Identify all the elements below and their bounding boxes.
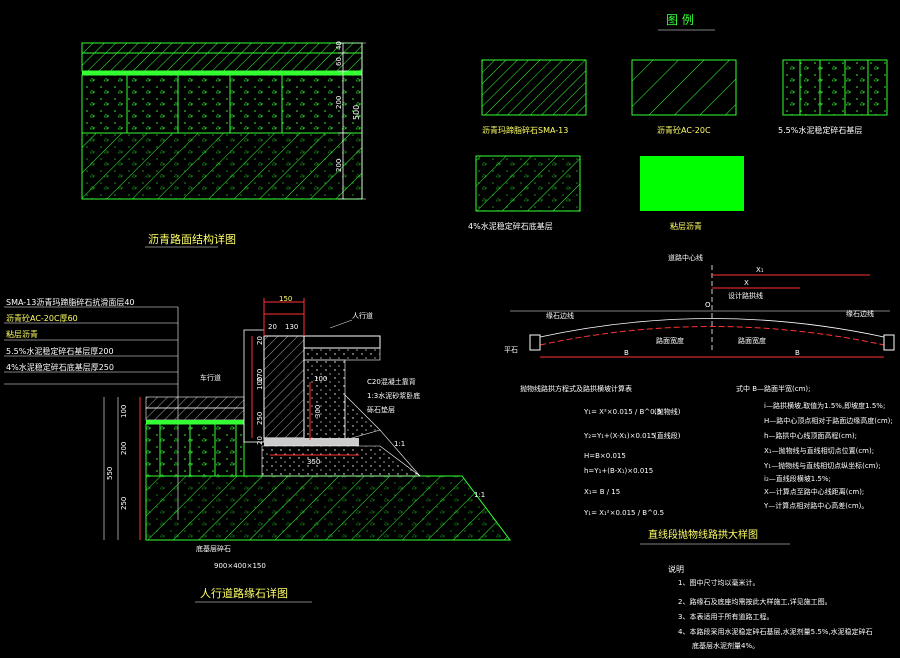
callout-sma13: SMA-13沥青玛蹄脂碎石抗滑面层40 [6,297,135,307]
crown-b-left: B [624,349,629,357]
crown-o: O [705,301,711,309]
curb-dim-100c: 100 [120,405,128,418]
curb-slope-a: 1:1 [394,440,405,448]
crown-side-left: 缘石边线 [546,311,574,320]
def-2: H—路中心顶点相对于路面边缘高度(cm); [764,416,893,425]
crown-x1: X₁ [756,266,764,274]
label-sidewalk: 人行道 [352,311,373,320]
curb-dim-200: 200 [120,442,128,455]
notes-title: 说明 [668,564,684,574]
def-8: Y—计算点相对路中心高差(cm)。 [763,501,868,510]
label-bottom: 底基层碎石 [196,544,231,553]
crown-detail: 道路中心线 X₁ X 设计路拱线 O 缘石边线 缘石边线 平石 B B 路面宽度… [504,253,895,545]
legend-swatch-sma13 [481,59,587,116]
curb-dim-550: 550 [106,467,114,480]
curb-dim-130: 130 [285,323,298,331]
legend-label-sma13: 沥青玛蹄脂碎石SMA-13 [482,125,568,135]
pavement-dim-total: 500 [352,105,361,120]
label-block-size: 900×400×150 [214,562,266,570]
curb-dim-20a: 20 [268,323,277,331]
formula-5: X₁= B / 15 [584,488,620,496]
callout-ac20c: 沥青砼AC-20C厚60 [6,313,78,323]
curb-dim-20b: 20 [256,336,264,345]
def-3: h—路拱中心线顶面高程(cm); [764,431,857,440]
crown-side-right: 缘石边线 [846,309,874,318]
curb-dim-100a: 100 [314,375,327,383]
formula-note-1: (抛物线) [654,407,681,416]
curb-detail: SMA-13沥青玛蹄脂碎石抗滑面层40 沥青砼AC-20C厚60 粘层沥青 5.… [4,295,511,603]
legend-label-tack-coat: 粘层沥青 [670,221,702,231]
formula-1: Y₁= X²×0.015 / B^0.5 [583,408,661,416]
legend-swatch-tack-coat [640,156,744,211]
formula-3: H=B×0.015 [584,452,626,460]
callout-tack: 粘层沥青 [6,329,38,339]
def-6: i₂—直线段横坡1.5%; [764,474,831,483]
legend-label-base: 5.5%水泥稳定碎石基层 [778,125,862,135]
curb-dim-250b: 250 [120,497,128,510]
legend-swatch-ac20c [631,59,737,116]
crown-curb: 平石 [504,346,518,354]
crown-detail-title: 直线段抛物线路拱大样图 [648,528,758,541]
def-7: X—计算点至路中心线距离(cm); [764,487,864,496]
crown-x: X [744,279,749,287]
crown-lane-left: 路面宽度 [656,336,684,345]
defs-title: 式中 B—路面半宽(cm); [736,384,811,393]
legend: 图 例 沥青玛蹄脂碎石SMA-13 沥青砼AC-20C 5.5%水泥稳定碎石基层… [468,13,888,231]
legend-swatch-base [782,59,888,116]
curb-slope-b: 1:1 [474,491,485,499]
callout-subbase: 4%水泥稳定碎石底基层厚250 [6,362,114,372]
label-carriageway: 车行道 [200,373,221,382]
curb-dim-250: 250 [256,412,264,425]
def-1: i—路拱横坡,取值为1.5%,即坡度1.5%; [764,401,885,410]
label-gravel: 砾石垫层 [367,405,395,414]
notes: 说明 1、图中尺寸均以毫米计。 2、路缘石及底座均需按此大样施工,详见施工图。 … [668,564,873,650]
formula-title: 抛物线路拱方程式及路拱横坡计算表 [520,384,632,393]
curb-detail-title: 人行道路缘石详图 [200,586,288,600]
crown-b-right: B [795,349,800,357]
curb-dim-350: 350 [307,458,320,466]
crown-lane-right: 路面宽度 [738,336,766,345]
label-mortar: 1:3水泥砂浆卧底 [367,391,420,400]
def-4: X₁—抛物线与直线相切点位置(cm); [764,446,874,455]
note-3: 3、本表适用于所有道路工程。 [678,612,773,621]
pavement-detail-title: 沥青路面结构详图 [148,232,236,246]
pavement-dim-200b: 200 [335,159,343,172]
formula-6: Y₁= X₁²×0.015 / B^0.5 [583,509,664,517]
formula-2: Y₂=Y₁+(X-X₁)×0.015 [583,432,656,440]
legend-label-subbase: 4%水泥稳定碎石底基层 [468,221,553,231]
curb-dim-270: 270 [256,369,264,382]
note-2: 2、路缘石及底座均需按此大样施工,详见施工图。 [678,597,832,606]
pavement-dim-40: 40 [335,41,343,50]
pavement-structure-detail: 40 60 200 200 500 沥青路面结构详图 [81,41,366,248]
curb-dim-20c: 20 [256,436,264,445]
pavement-dim-200a: 200 [335,96,343,109]
pavement-dim-60: 60 [335,57,343,66]
def-5: Y₁—抛物线与直线相切点纵坐标(cm); [763,461,881,470]
curb-dim-150: 150 [279,295,292,303]
crown-top-label: 设计路拱线 [728,291,763,300]
callout-base: 5.5%水泥稳定碎石基层厚200 [6,346,114,356]
curb-dim-300: 300 [314,405,322,418]
note-4: 4、本路段采用水泥稳定碎石基层,水泥剂量5.5%,水泥稳定碎石 [678,627,873,636]
note-1: 1、图中尺寸均以毫米计。 [678,578,759,587]
formula-4: h=Y₁+(B-X₁)×0.015 [584,467,653,475]
legend-title: 图 例 [666,13,694,27]
crown-center-label: 道路中心线 [668,253,703,262]
curb-dim-100b: 100 [256,377,264,390]
note-5: 底基层水泥剂量4%。 [692,641,759,650]
label-c20: C20混凝土靠背 [367,377,416,386]
legend-label-ac20c: 沥青砼AC-20C [657,125,711,135]
formula-note-2: (直线段) [654,431,681,440]
